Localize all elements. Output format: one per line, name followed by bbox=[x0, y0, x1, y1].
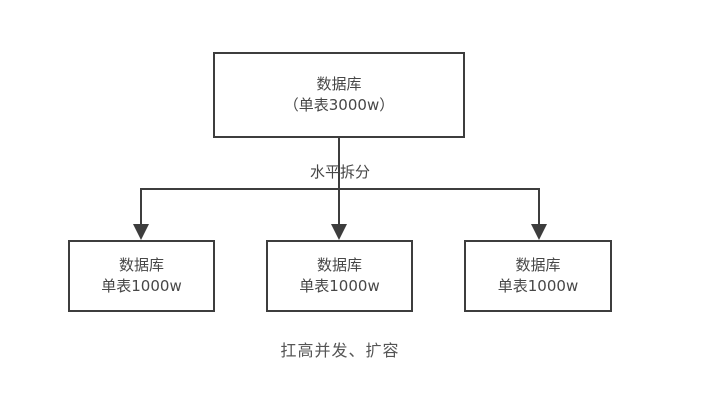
connector-bus bbox=[140, 188, 540, 190]
database-source-subtitle: （单表3000w） bbox=[283, 96, 395, 114]
database-shard-node-3: 数据库 单表1000w bbox=[464, 240, 612, 312]
connector-stem bbox=[338, 138, 340, 190]
database-source-node: 数据库 （单表3000w） bbox=[213, 52, 465, 138]
split-label: 水平拆分 bbox=[309, 163, 370, 181]
connector-drop-middle bbox=[338, 188, 340, 226]
database-shard-subtitle: 单表1000w bbox=[101, 277, 182, 295]
database-shard-subtitle: 单表1000w bbox=[299, 277, 380, 295]
arrow-down-icon bbox=[133, 224, 149, 240]
connector-drop-left bbox=[140, 188, 142, 226]
arrow-down-icon bbox=[331, 224, 347, 240]
database-shard-subtitle: 单表1000w bbox=[497, 277, 579, 295]
database-shard-title: 数据库 bbox=[118, 256, 164, 274]
database-shard-title: 数据库 bbox=[316, 256, 362, 274]
arrow-down-icon bbox=[531, 224, 547, 240]
database-shard-node-1: 数据库 单表1000w bbox=[68, 240, 215, 312]
database-shard-title: 数据库 bbox=[515, 256, 561, 274]
connector-drop-right bbox=[538, 188, 540, 226]
database-source-title: 数据库 bbox=[316, 75, 362, 93]
database-shard-node-2: 数据库 单表1000w bbox=[266, 240, 413, 312]
diagram-caption: 扛高并发、扩容 bbox=[280, 341, 400, 360]
